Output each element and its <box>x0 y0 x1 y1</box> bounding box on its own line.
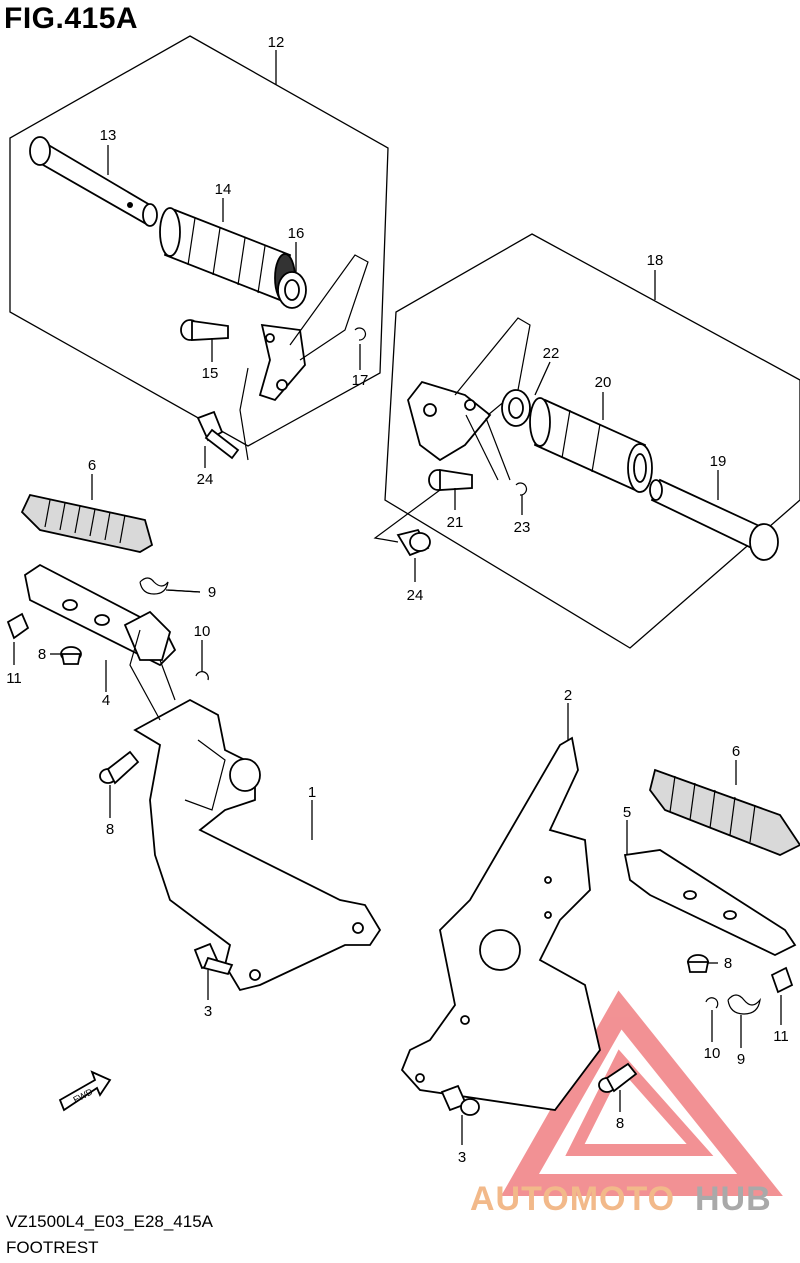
rubber-6-left <box>20 493 154 553</box>
callout-8-right: 8 <box>616 1115 624 1132</box>
watermark-triangle-icon <box>501 990 783 1196</box>
callout-15: 15 <box>202 365 219 382</box>
callout-17: 17 <box>352 372 369 389</box>
footrest-5 <box>623 849 797 957</box>
clip-10-left <box>195 671 209 681</box>
footrest-bracket-upper-left <box>258 254 369 402</box>
callout-4: 4 <box>102 692 110 709</box>
pin-19 <box>649 478 779 561</box>
assembly-box-12 <box>9 35 389 447</box>
spring-9-right <box>727 994 761 1015</box>
footrest-rubber-20 <box>529 397 653 493</box>
bolt-24-right <box>396 528 431 557</box>
watermark-text-part2: HUB <box>695 1180 772 1218</box>
callout-7-right: 8 <box>724 955 732 972</box>
footrest-bracket-upper-right <box>407 317 531 462</box>
callout-9-left: 9 <box>208 584 216 601</box>
callout-19: 19 <box>710 453 727 470</box>
callout-5: 5 <box>623 804 631 821</box>
callout-11-right: 11 <box>773 1028 789 1045</box>
callout-2: 2 <box>564 687 572 704</box>
e-clip-23 <box>515 482 528 496</box>
callout-3-right: 3 <box>458 1149 466 1166</box>
leader-lines <box>13 50 782 1145</box>
nut-7-right <box>686 954 710 973</box>
callout-6-left: 6 <box>88 457 96 474</box>
callout-6-right: 6 <box>732 743 740 760</box>
callout-7-left: 8 <box>38 646 46 663</box>
washer-16 <box>277 271 307 309</box>
watermark-text-part1: AUTOMOTO <box>470 1180 676 1218</box>
callout-10-right: 10 <box>704 1045 721 1062</box>
callout-3-left: 3 <box>204 1003 212 1020</box>
callout-labels: 12 13 14 16 15 17 24 18 22 20 19 21 23 2… <box>6 34 789 1166</box>
callout-8-left: 8 <box>106 821 114 838</box>
stopper-11-left <box>6 612 30 640</box>
callout-22: 22 <box>543 345 560 362</box>
figure-title: FIG.415A <box>4 2 139 35</box>
bracket-1 <box>133 698 382 992</box>
callout-18: 18 <box>647 252 664 269</box>
callout-12: 12 <box>268 34 285 51</box>
callout-13: 13 <box>100 127 117 144</box>
clevis-pin-15 <box>180 319 229 341</box>
stopper-11-right <box>770 966 794 994</box>
clip-10-right <box>705 997 719 1009</box>
nut-7-left <box>60 646 82 665</box>
callout-21: 21 <box>447 514 464 531</box>
callout-10-left: 10 <box>194 623 211 640</box>
callout-24-left: 24 <box>197 471 214 488</box>
callout-23: 23 <box>514 519 531 536</box>
e-clip-17 <box>354 327 367 341</box>
callout-14: 14 <box>215 181 232 198</box>
model-code: VZ1500L4_E03_E28_415A <box>6 1212 214 1231</box>
callout-11-left: 11 <box>6 670 22 687</box>
callout-24-right: 24 <box>407 587 424 604</box>
assembly-box-18 <box>384 233 800 649</box>
callout-9-right: 9 <box>737 1051 745 1068</box>
figure-name: FOOTREST <box>6 1238 99 1257</box>
pin-13 <box>29 136 158 227</box>
callout-1: 1 <box>308 784 316 801</box>
bolt-3-left <box>193 942 234 976</box>
pin-8-right <box>598 1062 638 1093</box>
washer-22 <box>501 389 531 427</box>
footrest-rubber-14 <box>159 207 296 303</box>
bolt-3-right <box>440 1084 480 1116</box>
clevis-pin-21 <box>428 468 473 491</box>
bolt-24-left <box>196 410 240 460</box>
bracket-2 <box>400 736 601 1111</box>
pin-8-left <box>99 750 140 785</box>
callout-20: 20 <box>595 374 612 391</box>
rubber-6-right <box>649 768 800 856</box>
fwd-arrow-icon: FWD <box>58 1070 112 1112</box>
callout-16: 16 <box>288 225 305 242</box>
